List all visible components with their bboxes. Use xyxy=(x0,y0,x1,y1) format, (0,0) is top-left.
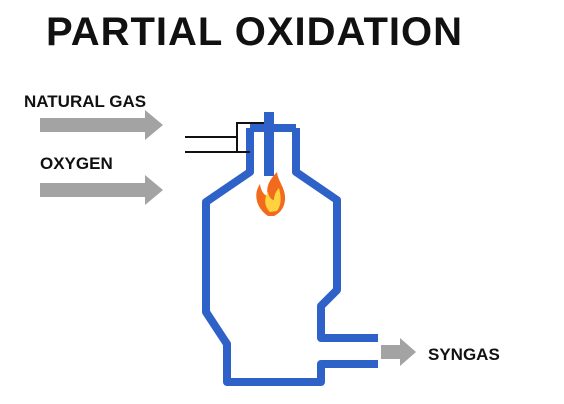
burner-tube xyxy=(264,112,274,176)
syngas-label: SYNGAS xyxy=(428,345,500,364)
natural-gas-label: NATURAL GAS xyxy=(24,92,147,111)
reactor-vessel xyxy=(202,128,378,386)
flame-icon xyxy=(256,172,286,216)
syngas-arrow-icon xyxy=(381,338,416,366)
page-title: PARTIAL OXIDATION xyxy=(46,10,463,54)
oxygen-arrow-icon xyxy=(40,175,163,205)
natural-gas-inlet-pipe xyxy=(185,122,264,138)
oxygen-label: OXYGEN xyxy=(40,154,113,173)
natural-gas-arrow-icon xyxy=(40,110,163,140)
